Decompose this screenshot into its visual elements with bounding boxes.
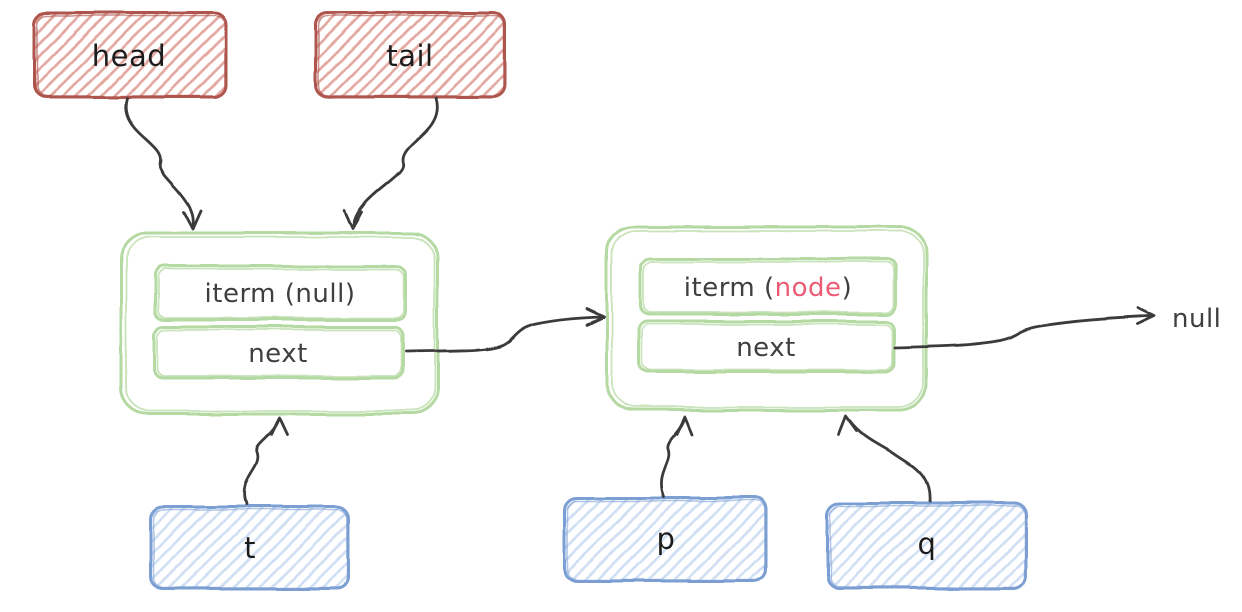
node2-box <box>605 225 928 412</box>
tail-pointer-box <box>313 11 507 99</box>
p-box-rect <box>563 496 768 583</box>
node1-next-row <box>152 325 405 380</box>
p-box-rect-sketch <box>567 500 766 581</box>
q-box-rect-sketch <box>829 505 1026 588</box>
arrow-tail-to-node1-arrowhead <box>343 209 364 231</box>
p-label: p <box>657 522 676 556</box>
arrow-tail-to-node1 <box>343 96 439 231</box>
node1-outer-rect <box>119 231 440 416</box>
t-pointer-box <box>149 505 350 591</box>
head-box-rect-sketch <box>36 15 226 97</box>
arrow-head-to-node1-line <box>124 96 195 228</box>
arrow-p-arrowhead <box>676 415 695 436</box>
node1-box <box>119 231 440 416</box>
t-box-rect-sketch <box>153 509 348 589</box>
node2-item-label: iterm (node) <box>684 273 852 303</box>
q-box-rect <box>825 501 1028 590</box>
node1-item-row-sketch <box>157 268 405 319</box>
arrow-tail-to-node1-line <box>352 96 439 228</box>
node2-item-prefix: iterm ( <box>684 273 775 303</box>
tail-box-rect <box>313 11 507 99</box>
q-pointer-box <box>825 501 1028 590</box>
arrow-node1-next-to-node2 <box>404 307 606 354</box>
node2-item-row <box>639 257 897 316</box>
node2-outer-rect-sketch <box>611 230 924 408</box>
p-pointer-box <box>563 496 768 583</box>
node2-outer-rect <box>605 225 928 412</box>
node2-item-row-sketch <box>643 261 894 313</box>
arrow-node2-next-line <box>893 314 1152 349</box>
arrow-q-arrowhead <box>837 414 859 436</box>
node2-next-row-sketch <box>641 323 893 371</box>
node2-item-value: node <box>775 273 842 303</box>
tail-label: tail <box>386 39 433 73</box>
arrow-t-arrowhead <box>270 416 290 437</box>
arrow-q-to-node2 <box>837 414 931 503</box>
arrow-node2-next-arrowhead <box>1135 306 1156 326</box>
tail-box-rect-sketch <box>317 15 505 97</box>
arrow-head-to-node1 <box>124 96 203 231</box>
node1-outer-rect-sketch <box>125 236 436 412</box>
t-box-rect <box>149 505 350 591</box>
node2-item-suffix: ) <box>842 273 853 303</box>
arrow-p-to-node2 <box>660 415 695 499</box>
q-label: q <box>918 527 937 561</box>
head-box-rect <box>32 11 228 99</box>
head-label: head <box>92 39 166 73</box>
arrow-head-to-node1-arrowhead <box>182 209 203 231</box>
t-label: t <box>244 531 256 565</box>
arrow-node2-next-to-null <box>893 306 1156 349</box>
node1-item-label: iterm (null) <box>205 279 356 309</box>
node1-next-label: next <box>248 339 308 369</box>
node2-next-label: next <box>736 333 796 363</box>
node1-item-row <box>153 264 408 322</box>
head-pointer-box <box>32 11 228 99</box>
arrow-t-to-node1 <box>242 416 290 507</box>
text-layer: head tail iterm (null) next iterm (node)… <box>92 39 1221 565</box>
arrow-node1-next-arrowhead <box>585 307 606 327</box>
arrow-node1-next-line <box>404 315 602 354</box>
arrow-p-line <box>660 418 687 499</box>
null-terminator-label: null <box>1172 304 1221 334</box>
arrow-t-line <box>242 419 281 507</box>
node1-next-row-sketch <box>156 329 402 377</box>
arrow-q-line <box>848 419 931 503</box>
sketch-shapes-layer <box>32 11 1156 591</box>
